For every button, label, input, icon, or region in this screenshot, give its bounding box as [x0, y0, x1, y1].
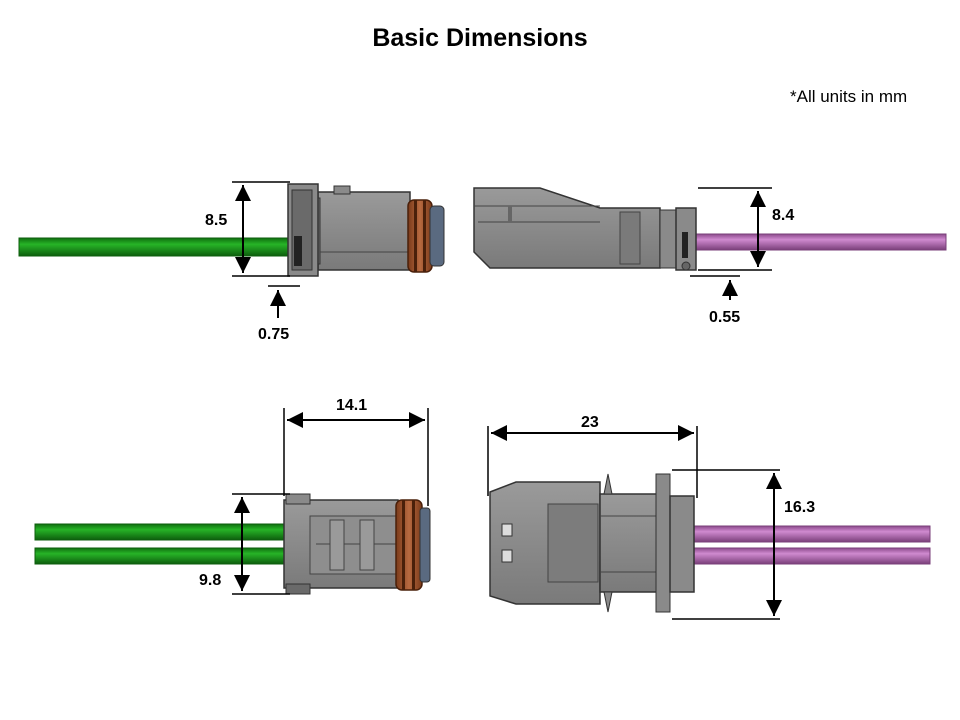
dim-male-top-length: 14.1: [283, 397, 429, 506]
male-housing-body: [317, 191, 411, 271]
purple-wire: [693, 525, 931, 543]
female-connector-side-view: [473, 187, 947, 271]
dim-label: 14.1: [336, 397, 367, 414]
dim-female-top-length: 23: [487, 414, 698, 498]
dim-label: 9.8: [199, 572, 221, 589]
green-wire: [34, 523, 291, 541]
female-connector-top-view: [489, 473, 931, 613]
dim-label: 16.3: [784, 499, 815, 516]
green-wire: [18, 237, 292, 257]
dim-male-top-width: 9.8: [199, 493, 290, 595]
dim-label: 0.75: [258, 326, 289, 343]
page-title: Basic Dimensions: [372, 24, 588, 52]
dim-label: 8.4: [772, 207, 794, 224]
purple-wire: [693, 233, 947, 251]
female-housing-latch: [669, 495, 695, 593]
dim-female-top-width: 16.3: [672, 469, 815, 620]
purple-wire: [693, 547, 931, 565]
dim-label: 8.5: [205, 212, 227, 229]
green-wire: [34, 547, 291, 565]
dim-label: 0.55: [709, 309, 740, 326]
seal-ring: [395, 499, 423, 591]
dim-female-side-offset: 0.55: [690, 275, 740, 326]
dim-label: 23: [581, 414, 599, 431]
units-note: *All units in mm: [790, 87, 908, 106]
male-connector-top-view: [34, 493, 431, 595]
dim-female-side-height: 8.4: [698, 187, 794, 271]
seal-ring: [407, 199, 433, 273]
male-connector-side-view: [18, 183, 445, 277]
dim-male-side-offset: 0.75: [258, 285, 300, 343]
dim-male-side-height: 8.5: [205, 181, 290, 277]
